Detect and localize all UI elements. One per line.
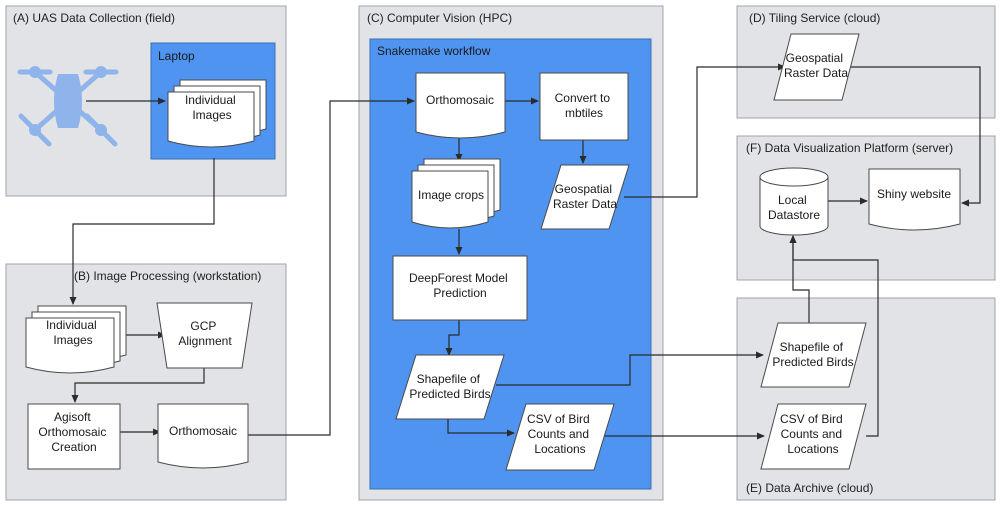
edge-ortho-to-hpc	[248, 97, 415, 436]
edge-shapefile-to-archive	[496, 351, 764, 386]
label-e-csv: CSV of Bird Counts and Locations	[780, 412, 846, 456]
group-title-computer-vision: (C) Computer Vision (HPC)	[367, 11, 512, 25]
group-title-visualization: (F) Data Visualization Platform (server)	[746, 141, 953, 155]
group-title-archive: (E) Data Archive (cloud)	[746, 481, 873, 495]
label-c-csv: CSV of Bird Counts and Locations	[527, 412, 593, 456]
label-agisoft: Agisoft Orthomosaic Creation	[38, 410, 109, 454]
group-title-image-processing: (B) Image Processing (workstation)	[74, 269, 261, 283]
edge-laptop-to-b-images	[69, 158, 215, 305]
label-deepforest: DeepForest Model Prediction	[409, 271, 511, 300]
label-c-orthomosaic: Orthomosaic	[426, 93, 494, 107]
edge-tiling-to-shiny	[851, 66, 981, 207]
label-b-images: Individual Images	[46, 318, 100, 347]
edge-deepforest-to-shapefile	[445, 320, 460, 356]
edge-archive-csv-to-datastore	[789, 235, 879, 437]
node-c-orthomosaic	[415, 72, 506, 139]
group-title-uas: (A) UAS Data Collection (field)	[13, 11, 175, 25]
node-e-shapefile	[760, 322, 867, 388]
edge-archive-shape-to-datastore	[789, 235, 810, 323]
node-shiny-website	[868, 168, 961, 231]
node-b-images	[25, 305, 127, 374]
node-gcp-alignment	[156, 302, 253, 369]
snakemake-label: Snakemake workflow	[377, 44, 491, 58]
label-shiny-website: Shiny website	[877, 187, 951, 201]
node-local-datastore	[759, 167, 829, 236]
node-agisoft	[27, 403, 121, 470]
edge-raster-to-tiling	[624, 63, 786, 198]
group-data-archive	[736, 297, 996, 501]
group-title-tiling: (D) Tiling Service (cloud)	[749, 11, 880, 25]
label-image-crops: Image crops	[418, 188, 484, 202]
label-c-shapefile: Shapefile of Predicted Birds	[409, 372, 490, 401]
edge-gcp-to-agisoft	[71, 368, 205, 403]
laptop-label: Laptop	[158, 49, 195, 63]
node-e-csv	[760, 403, 867, 470]
node-c-shapefile	[395, 354, 505, 420]
node-image-crops	[411, 158, 501, 229]
node-laptop-images	[167, 79, 267, 148]
diagram-edges	[69, 63, 981, 440]
drone-icon	[17, 66, 119, 147]
label-convert-mbtiles: Convert to mbtiles	[555, 91, 614, 120]
label-c-raster: Geospatial Raster Data	[553, 182, 617, 211]
label-b-orthomosaic: Orthomosaic	[169, 424, 237, 438]
node-convert-mbtiles	[539, 72, 629, 141]
node-c-raster	[540, 164, 630, 230]
node-c-csv	[505, 403, 615, 471]
label-e-shapefile: Shapefile of Predicted Birds	[772, 340, 853, 369]
label-local-datastore: Local Datastore	[768, 193, 820, 222]
edge-shapefile-to-csv	[447, 419, 515, 437]
label-laptop-images: Individual Images	[185, 93, 239, 122]
label-gcp-alignment: GCP Alignment	[178, 319, 232, 348]
label-d-raster: Geospatial Raster Data	[784, 51, 848, 80]
node-deepforest	[392, 255, 528, 321]
node-b-orthomosaic	[157, 403, 249, 469]
node-d-raster	[773, 33, 860, 101]
